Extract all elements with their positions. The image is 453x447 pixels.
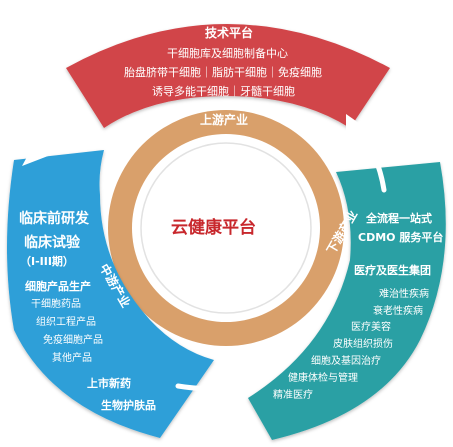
center-title: 云健康平台 [171, 218, 256, 238]
cycle-arrow-right-head [346, 114, 366, 138]
ring-label-upstream: 上游产业 [200, 113, 249, 127]
service-item-5: 细胞及基因治疗 [311, 356, 381, 367]
service-segment [248, 162, 446, 440]
cycle-arrow-right [353, 125, 387, 193]
clinical-production-title: 细胞产品生产 [25, 280, 91, 293]
service-item-3: 医疗美容 [351, 322, 391, 333]
clinical-title-1: 临床前研发 [19, 211, 89, 227]
clinical-production-item-2: 组织工程产品 [36, 317, 96, 328]
clinical-market-1: 上市新药 [87, 377, 131, 390]
tech-line-3: 诱导多能干细胞｜牙髓干细胞 [152, 85, 295, 98]
service-title-1: 全流程一站式 [366, 212, 432, 225]
clinical-production-item-1: 干细胞药品 [31, 299, 81, 310]
cycle-arrow-left [33, 121, 79, 157]
service-item-6: 健康体检与管理 [288, 373, 358, 384]
service-item-4: 皮肤组织损伤 [333, 339, 393, 350]
clinical-production-item-3: 免疫细胞产品 [43, 335, 103, 346]
clinical-market-2: 生物护肤品 [101, 399, 156, 412]
cycle-arrow-left-head [22, 144, 48, 166]
center-circle [140, 142, 312, 314]
service-title-2: CDMO 服务平台 [358, 231, 444, 244]
tech-line-2: 胎盘脐带干细胞｜脂肪干细胞｜免疫细胞 [124, 66, 322, 79]
clinical-production-item-4: 其他产品 [52, 353, 92, 364]
service-item-2: 衰老性疾病 [373, 306, 423, 317]
clinical-title-3: （I-III期） [20, 255, 74, 268]
service-item-7: 精准医疗 [273, 390, 313, 401]
tech-segment [66, 24, 390, 128]
tech-title: 技术平台 [205, 26, 254, 40]
clinical-segment [7, 150, 214, 438]
service-item-1: 难治性疾病 [379, 289, 429, 300]
cycle-arrow-bottom-head [236, 372, 256, 394]
service-group-title: 医疗及医生集团 [354, 264, 431, 277]
tech-line-1: 干细胞库及细胞制备中心 [167, 47, 288, 60]
clinical-title-2: 临床试验 [24, 235, 80, 251]
